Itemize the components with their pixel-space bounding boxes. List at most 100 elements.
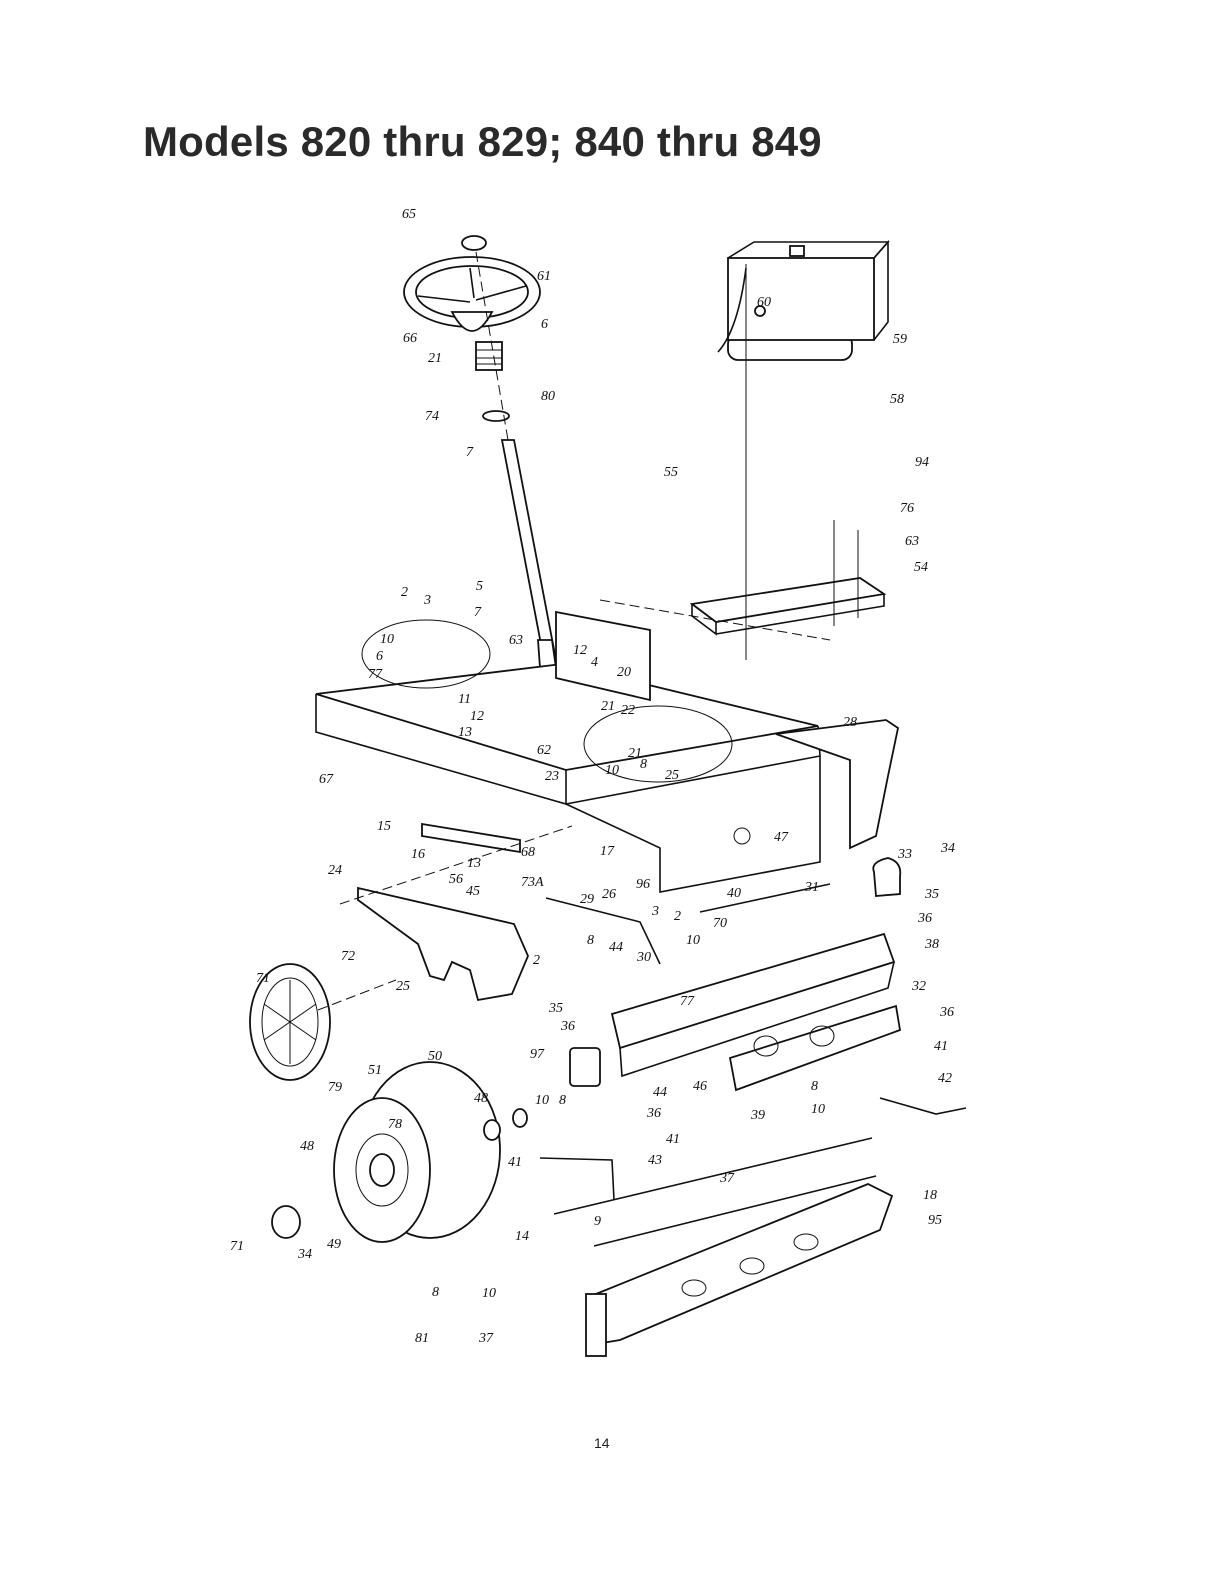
part-callout: 21: [601, 699, 615, 714]
part-callout: 35: [548, 1001, 563, 1016]
part-callout: 59: [893, 332, 907, 347]
part-callout: 21: [628, 746, 642, 761]
part-callout: 12: [573, 643, 587, 658]
part-callout: 48: [474, 1091, 488, 1106]
part-callout: 13: [458, 725, 472, 740]
part-callout: 81: [415, 1331, 429, 1346]
part-callout: 78: [388, 1117, 402, 1132]
part-callout: 5: [476, 579, 483, 594]
part-callout: 8: [811, 1079, 818, 1094]
part-callout: 2: [533, 953, 540, 968]
part-callout: 46: [693, 1079, 707, 1094]
part-callout: 49: [327, 1237, 341, 1252]
part-callout: 58: [890, 392, 904, 407]
part-callout: 28: [843, 715, 857, 730]
part-callout: 7: [474, 605, 482, 620]
part-callout: 73A: [521, 875, 544, 890]
part-callout: 60: [757, 295, 771, 310]
part-callout: 8: [559, 1093, 566, 1108]
part-callout: 17: [600, 844, 615, 859]
part-callout: 65: [402, 207, 416, 222]
part-callout: 63: [509, 633, 523, 648]
part-callout: 8: [587, 933, 594, 948]
part-callout: 54: [914, 560, 928, 575]
part-callout: 6: [541, 317, 548, 332]
part-callout: 45: [466, 884, 480, 899]
part-callout: 38: [924, 937, 939, 952]
part-callout: 14: [515, 1229, 529, 1244]
part-callout: 34: [940, 841, 955, 856]
part-callout: 11: [458, 692, 471, 707]
part-callout: 13: [467, 856, 481, 871]
part-callout: 41: [934, 1039, 948, 1054]
part-callout: 2: [674, 909, 681, 924]
part-callout: 25: [665, 768, 679, 783]
part-callout: 41: [666, 1132, 680, 1147]
part-callout: 71: [256, 971, 270, 986]
part-callout: 51: [368, 1063, 382, 1078]
part-callout: 68: [521, 845, 535, 860]
part-callout: 37: [719, 1171, 735, 1186]
part-callout: 33: [897, 847, 912, 862]
steering-wheel: [403, 235, 541, 422]
part-callout: 21: [428, 351, 442, 366]
part-callout: 29: [580, 892, 594, 907]
chassis-frame: [315, 610, 900, 893]
part-callout: 24: [328, 863, 342, 878]
part-callout: 10: [686, 933, 700, 948]
part-callout: 10: [380, 632, 394, 647]
part-callout: 35: [924, 887, 939, 902]
part-callout: 94: [915, 455, 929, 470]
part-callout: 62: [537, 743, 551, 758]
front-bracket: [357, 822, 529, 1002]
part-callout: 55: [664, 465, 678, 480]
part-callout: 80: [541, 389, 555, 404]
part-callout: 10: [535, 1093, 549, 1108]
part-callout: 3: [423, 593, 431, 608]
part-callout: 95: [928, 1213, 942, 1228]
part-callout: 77: [368, 667, 383, 682]
part-callout: 39: [750, 1108, 765, 1123]
part-callout: 61: [537, 269, 551, 284]
part-callout: 23: [545, 769, 559, 784]
part-callout: 36: [560, 1019, 575, 1034]
part-callout: 4: [591, 655, 598, 670]
part-callout: 36: [939, 1005, 954, 1020]
part-callout: 76: [900, 501, 914, 516]
tie-rods: [539, 883, 967, 1247]
part-callout: 66: [403, 331, 417, 346]
part-callout: 10: [605, 763, 619, 778]
part-callout: 96: [636, 877, 650, 892]
part-callout: 44: [609, 940, 623, 955]
part-callout: 9: [594, 1214, 601, 1229]
part-callout: 10: [482, 1286, 496, 1301]
part-callout: 6: [376, 649, 383, 664]
part-callout: 22: [621, 703, 635, 718]
part-callout: 71: [230, 1239, 244, 1254]
page-title: Models 820 thru 829; 840 thru 849: [143, 118, 822, 165]
part-callout: 18: [923, 1188, 937, 1203]
front-bumper: [584, 1183, 894, 1357]
front-axle: [569, 857, 902, 1092]
part-callout: 34: [297, 1247, 312, 1262]
part-callout: 7: [466, 445, 474, 460]
part-callout: 8: [640, 757, 647, 772]
part-callout: 56: [449, 872, 463, 887]
part-callout: 74: [425, 409, 439, 424]
part-callout: 36: [646, 1106, 661, 1121]
part-callout: 37: [478, 1331, 494, 1346]
part-callout: 72: [341, 949, 355, 964]
part-callout: 26: [602, 887, 616, 902]
part-callout: 20: [617, 665, 631, 680]
part-callout: 42: [938, 1071, 952, 1086]
part-callout: 15: [377, 819, 391, 834]
part-callout: 48: [300, 1139, 314, 1154]
callout-labels: 6566216618074760595855947663542357106776…: [230, 207, 955, 1346]
assembly-lines: [317, 251, 831, 1011]
part-callout: 40: [727, 886, 741, 901]
part-callout: 31: [804, 880, 819, 895]
page-number: 14: [594, 1435, 610, 1451]
part-callout: 67: [319, 772, 334, 787]
wheel-assembly: [249, 963, 528, 1243]
